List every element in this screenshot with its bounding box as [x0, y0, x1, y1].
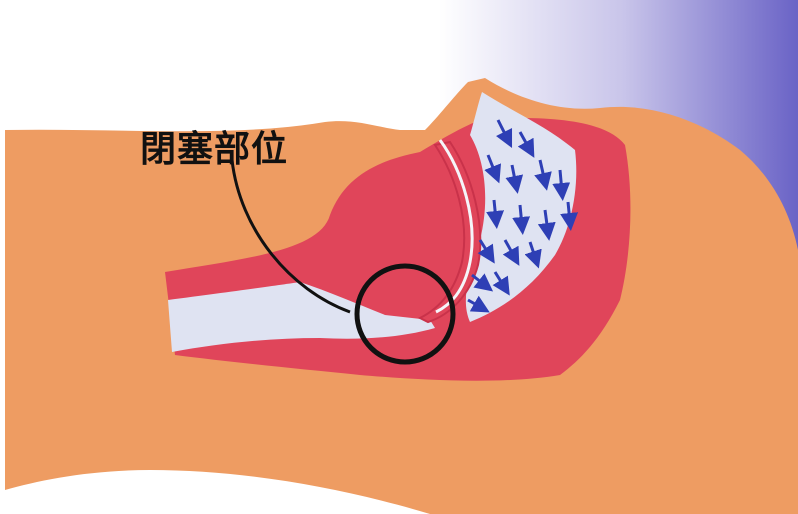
arrow	[494, 200, 496, 220]
arrow	[560, 170, 562, 192]
arrow	[520, 205, 522, 226]
obstruction-site-label: 閉塞部位	[140, 120, 288, 172]
arrow	[568, 202, 570, 222]
